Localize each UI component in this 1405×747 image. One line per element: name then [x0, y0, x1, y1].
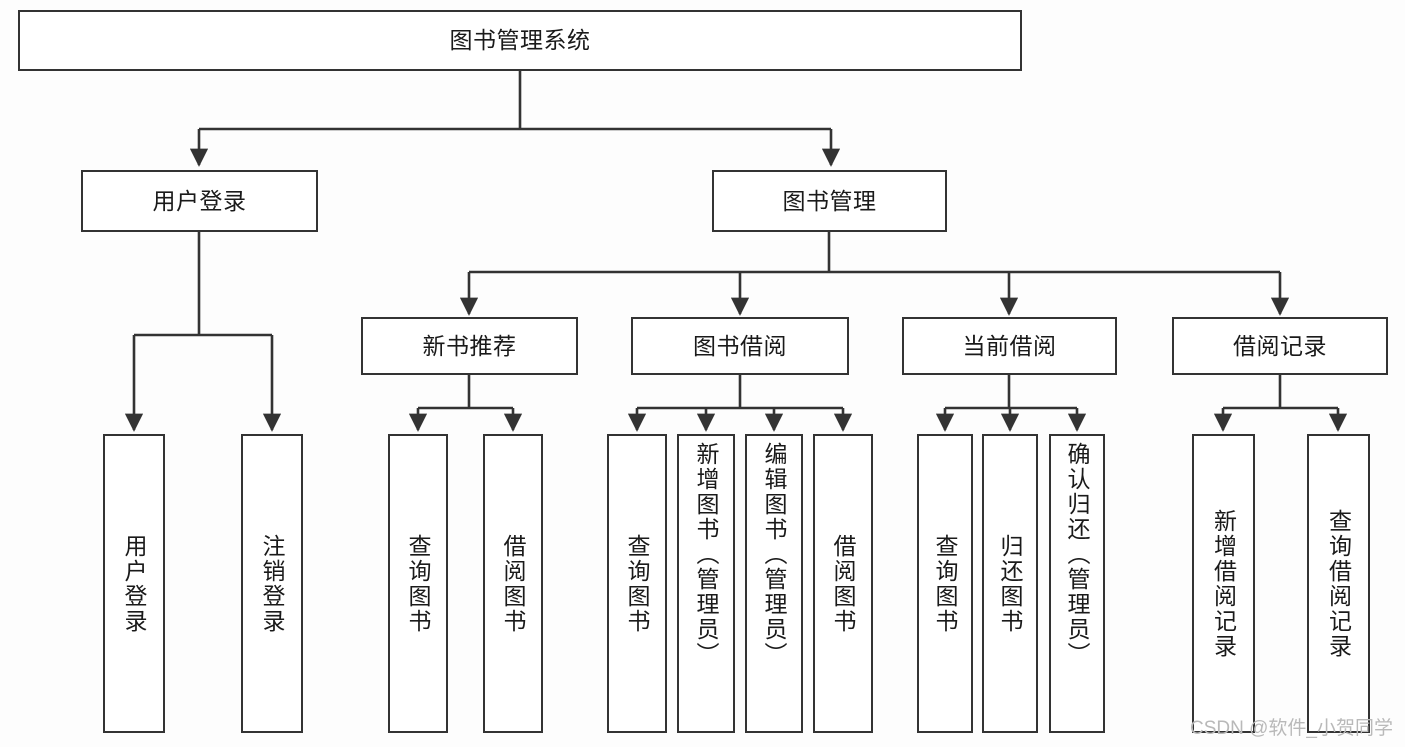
node-label: 借阅图书 [500, 533, 527, 634]
leaf-query-borrow-record[interactable]: 查询借阅记录 [1307, 434, 1370, 733]
leaf-add-book-admin[interactable]: 新增图书（管理员） [677, 434, 735, 733]
leaf-return-book[interactable]: 归还图书 [982, 434, 1038, 733]
node-label: 新书推荐 [422, 332, 517, 359]
node-label: 用户登录 [152, 187, 247, 214]
node-current-borrow[interactable]: 当前借阅 [902, 317, 1117, 375]
node-label: 注销登录 [259, 533, 286, 634]
leaf-add-borrow-record[interactable]: 新增借阅记录 [1192, 434, 1255, 733]
node-label: 归还图书 [997, 533, 1024, 634]
leaf-user-login[interactable]: 用户登录 [103, 434, 165, 733]
node-label: 用户登录 [121, 533, 148, 634]
leaf-confirm-return-admin[interactable]: 确认归还（管理员） [1049, 434, 1105, 733]
node-root-book-management-system[interactable]: 图书管理系统 [18, 10, 1022, 71]
node-label: 确认归还（管理员） [1064, 442, 1091, 667]
node-label: 查询借阅记录 [1325, 508, 1352, 659]
node-label: 图书管理 [782, 187, 877, 214]
leaf-borrow-book-borrow[interactable]: 借阅图书 [813, 434, 873, 733]
leaf-user-logout[interactable]: 注销登录 [241, 434, 303, 733]
node-label: 当前借阅 [962, 332, 1057, 359]
node-label: 查询图书 [405, 533, 432, 634]
node-label: 新增借阅记录 [1210, 508, 1237, 659]
node-label: 图书借阅 [693, 332, 787, 359]
leaf-query-book-current[interactable]: 查询图书 [917, 434, 973, 733]
node-book-manage[interactable]: 图书管理 [712, 170, 947, 232]
leaf-edit-book-admin[interactable]: 编辑图书（管理员） [745, 434, 803, 733]
node-label: 查询图书 [932, 533, 959, 634]
node-label: 新增图书（管理员） [693, 442, 720, 667]
node-new-book-recommend[interactable]: 新书推荐 [361, 317, 578, 375]
leaf-query-book-recommend[interactable]: 查询图书 [388, 434, 448, 733]
node-label: 借阅记录 [1233, 332, 1327, 359]
node-borrow-record[interactable]: 借阅记录 [1172, 317, 1388, 375]
leaf-borrow-book-recommend[interactable]: 借阅图书 [483, 434, 543, 733]
watermark-csdn: CSDN @软件_小贺同学 [1190, 718, 1393, 739]
node-label: 编辑图书（管理员） [761, 442, 788, 667]
node-label: 图书管理系统 [449, 27, 591, 54]
node-user-login[interactable]: 用户登录 [81, 170, 318, 232]
leaf-query-book-borrow[interactable]: 查询图书 [607, 434, 667, 733]
node-label: 借阅图书 [830, 533, 857, 634]
node-label: 查询图书 [624, 533, 651, 634]
node-book-borrow[interactable]: 图书借阅 [631, 317, 849, 375]
